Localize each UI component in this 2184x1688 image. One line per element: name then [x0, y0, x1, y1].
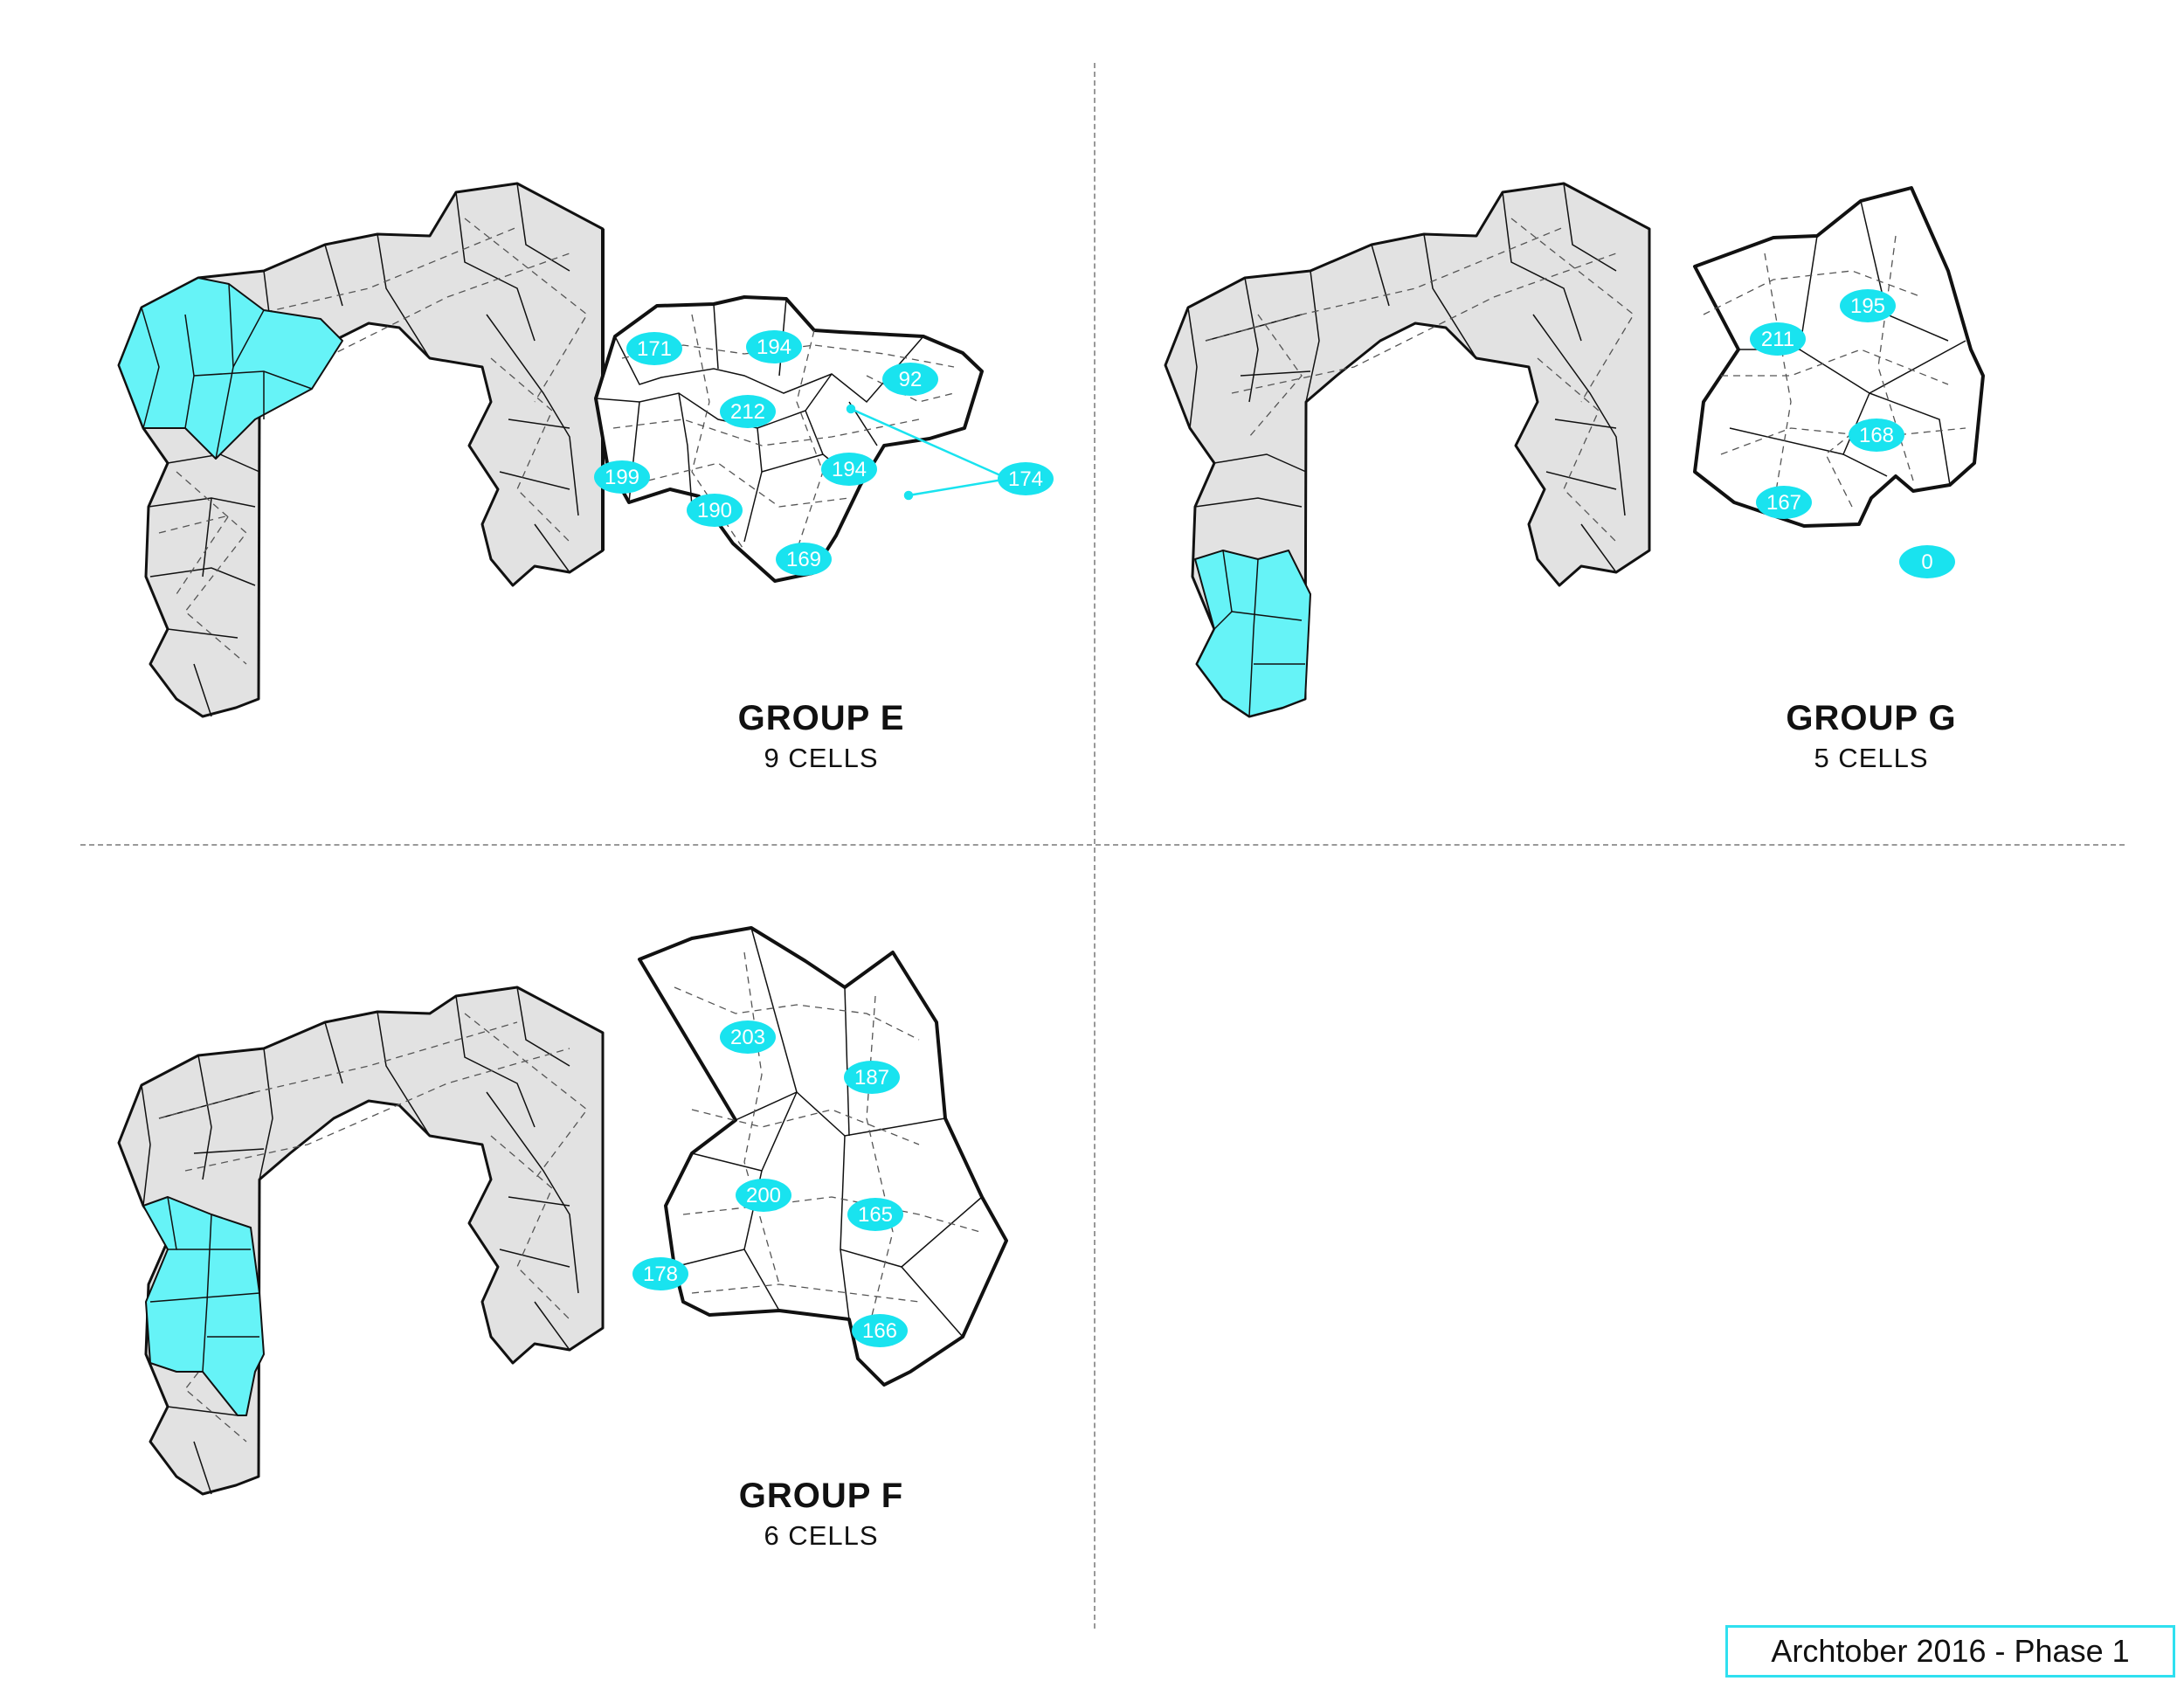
cell-label: 171: [626, 332, 682, 365]
cell-label: 92: [882, 363, 938, 396]
svg-text:168: 168: [1859, 424, 1894, 447]
svg-text:165: 165: [858, 1203, 893, 1227]
arch-structure: [117, 182, 605, 718]
svg-text:178: 178: [643, 1263, 678, 1286]
vertical-divider: [1094, 63, 1095, 1629]
group-e-diagram: 171 194 92 212 199 190 194 169 174: [117, 182, 1054, 718]
footer-label: Archtober 2016 - Phase 1: [1725, 1625, 2175, 1678]
cell-label: 194: [821, 453, 877, 486]
svg-text:195: 195: [1850, 294, 1885, 318]
cell-label: 190: [687, 494, 743, 527]
svg-text:187: 187: [854, 1066, 889, 1090]
cell-label: 194: [746, 330, 802, 363]
svg-text:203: 203: [730, 1026, 765, 1049]
group-e-panel: 171 194 92 212 199 190 194 169 174 GROUP…: [80, 140, 1094, 891]
svg-text:92: 92: [899, 368, 923, 391]
group-title: GROUP F: [738, 1477, 904, 1515]
svg-text:174: 174: [1008, 467, 1043, 491]
svg-text:190: 190: [697, 499, 732, 522]
svg-text:169: 169: [786, 548, 821, 571]
group-title: GROUP E: [737, 699, 905, 737]
horizontal-divider: [80, 844, 2125, 846]
cell-label: 199: [594, 460, 650, 494]
cell-label: 212: [720, 395, 776, 428]
svg-text:167: 167: [1766, 491, 1801, 515]
exploded-group-g: 195 211 168 167 0: [1693, 186, 1985, 578]
cell-label: 200: [736, 1179, 791, 1212]
cell-label: 195: [1840, 289, 1896, 322]
cell-label: 187: [844, 1061, 900, 1094]
exploded-group-e: 171 194 92 212 199 190 194 169 174: [594, 295, 1054, 583]
cell-label: 211: [1750, 322, 1806, 356]
cell-label: 168: [1849, 419, 1904, 452]
cell-label: 165: [847, 1198, 903, 1231]
svg-text:0: 0: [1921, 550, 1932, 574]
svg-text:200: 200: [746, 1184, 781, 1207]
cell-label: 174: [998, 462, 1054, 495]
svg-text:194: 194: [757, 336, 791, 359]
cell-label: 0: [1899, 545, 1955, 578]
group-g-panel: 195 211 168 167 0 GROUP G 5 CELLS: [1127, 140, 2140, 891]
cell-label: 203: [720, 1020, 776, 1054]
svg-text:199: 199: [605, 466, 639, 489]
group-f-panel: 203 187 200 165 178 166 GROUP F 6 CELLS: [80, 917, 1094, 1669]
exploded-group-f: 203 187 200 165 178 166: [632, 926, 1008, 1387]
group-cell-count: 6 CELLS: [764, 1520, 879, 1551]
svg-text:194: 194: [832, 458, 867, 481]
svg-text:166: 166: [862, 1319, 897, 1343]
cell-label: 169: [776, 543, 832, 576]
arch-highlight: [142, 1196, 265, 1416]
cell-label: 167: [1756, 486, 1812, 519]
svg-text:171: 171: [637, 337, 672, 361]
group-title: GROUP G: [1786, 699, 1957, 737]
svg-text:211: 211: [1761, 328, 1794, 351]
group-g-diagram: 195 211 168 167 0: [1164, 182, 1985, 718]
group-f-diagram: 203 187 200 165 178 166: [117, 926, 1008, 1496]
group-cell-count: 5 CELLS: [1814, 743, 1929, 773]
cell-label: 166: [852, 1314, 908, 1347]
footer-text: Archtober 2016 - Phase 1: [1771, 1633, 2130, 1669]
group-cell-count: 9 CELLS: [764, 743, 879, 773]
cell-label: 178: [632, 1257, 688, 1290]
svg-text:212: 212: [730, 400, 765, 424]
